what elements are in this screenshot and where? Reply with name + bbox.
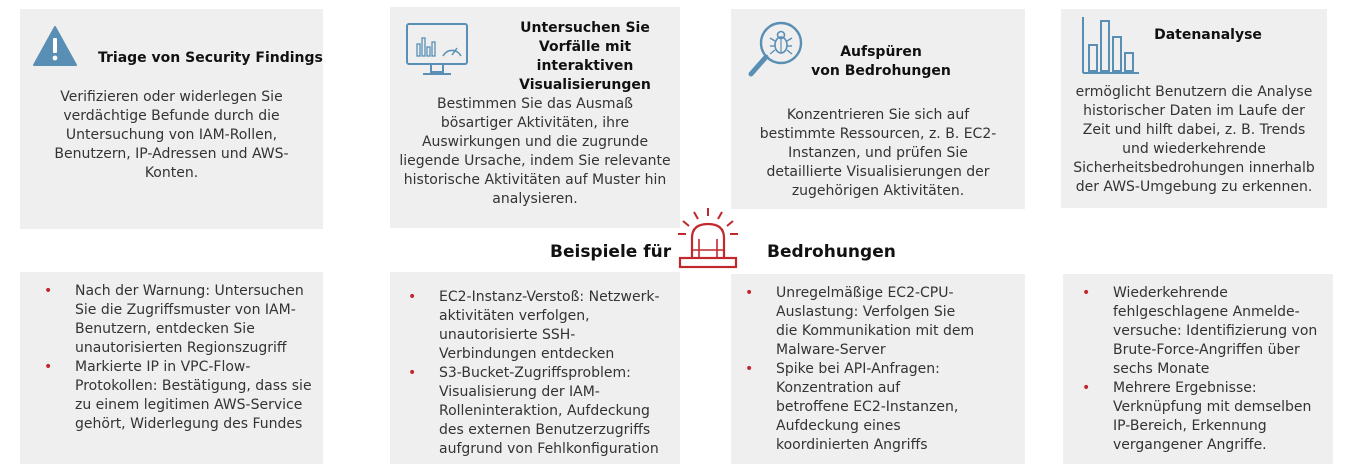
list-item: • Mehrere Ergebnisse:Verknüpfung mit dem… (1082, 380, 1312, 453)
card-description: ermöglicht Benutzern die Analyse histori… (1073, 84, 1315, 195)
bullet-icon: • (1082, 380, 1091, 396)
list-item: • Markierte IP in VPC-Flow-Protokollen: … (44, 359, 312, 432)
bullet-icon: • (44, 283, 53, 299)
list-item: • Unregelmäßige EC2-CPU-Auslastung: Verf… (745, 285, 975, 358)
bullet-icon: • (44, 359, 53, 375)
list-item: • Spike bei API-Anfragen:Konzentration a… (745, 361, 959, 453)
examples-list: • Unregelmäßige EC2-CPU-Auslastung: Verf… (745, 284, 975, 455)
list-item: • S3-Bucket-Zugriffsproblem:Visualisieru… (408, 365, 659, 457)
card-data-analysis: Datenanalyse ermöglicht Benutzern die An… (1061, 9, 1327, 208)
card-investigate: Untersuchen Sie Vorfälle mit interaktive… (390, 7, 680, 228)
bar-chart-icon (1082, 17, 1139, 74)
bullet-icon: • (408, 365, 417, 381)
card-description: Bestimmen Sie das Ausmaß bösartiger Akti… (399, 96, 671, 207)
alarm-siren-icon (678, 208, 738, 269)
examples-heading-left: Beispiele für (550, 242, 672, 262)
card-triage: Triage von Security Findings Verifiziere… (20, 9, 323, 229)
bullet-icon: • (408, 289, 417, 305)
examples-card-2: • EC2-Instanz-Verstoß: Netzwerk-aktivitä… (390, 272, 680, 464)
card-title: Untersuchen Sie Vorfälle mit interaktive… (519, 20, 651, 93)
monitor-dashboard-icon (406, 23, 468, 75)
card-description: Verifizieren oder widerlegen Sie verdäch… (54, 89, 289, 181)
warning-icon (33, 26, 77, 66)
bullet-icon: • (745, 285, 754, 301)
bug-magnifier-icon (748, 21, 803, 77)
list-item: • EC2-Instanz-Verstoß: Netzwerk-aktivitä… (408, 289, 660, 362)
bullet-icon: • (745, 361, 754, 377)
card-title: Triage von Security Findings (98, 50, 323, 66)
card-description: Konzentrieren Sie sich auf bestimmte Res… (759, 107, 997, 199)
card-title: Datenanalyse (1154, 27, 1262, 43)
card-threat-hunting: Aufspüren von Bedrohungen Konzentrieren … (731, 9, 1025, 209)
card-title: Aufspüren von Bedrohungen (811, 44, 951, 79)
examples-card-3: • Unregelmäßige EC2-CPU-Auslastung: Verf… (731, 274, 1025, 464)
examples-heading-right: Bedrohungen (767, 242, 896, 262)
bullet-icon: • (1082, 285, 1091, 301)
examples-list: • EC2-Instanz-Verstoß: Netzwerk-aktivitä… (408, 288, 660, 459)
